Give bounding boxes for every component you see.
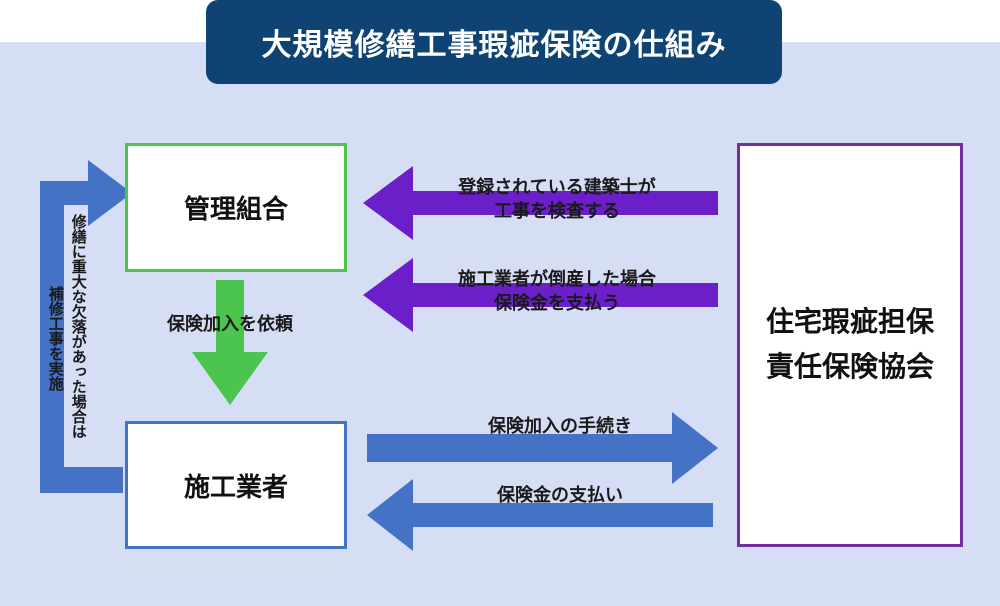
inspection-label-line1: 登録されている建築士が [458,177,656,198]
inspection-label-line2: 工事を検査する [494,201,620,223]
insurance-payment-arrow [367,479,713,551]
insurance-procedure-arrow [367,412,718,484]
management-association-label: 管理組合 [183,195,288,225]
inspection-label: 登録されている建築士が 工事を検査する [432,176,682,225]
repair-loop-arrow [40,160,132,493]
repair-action-label: 補修工事を実施 [46,286,65,391]
insurance-association-box: 住宅瑕疵担保 責任保険協会 [737,143,963,547]
bankruptcy-label: 施工業者が倒産した場合 保険金を支払う [432,268,682,317]
insurance-payment-label: 保険金の支払い [497,485,623,506]
insurance-association-label-line1: 住宅瑕疵担保 [765,305,934,339]
bankruptcy-label-line2: 保険金を支払う [494,293,620,315]
management-association-box: 管理組合 [125,143,347,272]
contractor-label: 施工業者 [183,472,288,503]
repair-condition-label: 修繕に重大な欠落があった場合は [69,214,88,439]
page-title: 大規模修繕工事瑕疵保険の仕組み [206,0,782,84]
insurance-request-label: 保険加入を依頼 [167,314,293,335]
insurance-procedure-label: 保険加入の手続き [488,416,632,437]
insurance-request-arrow [192,280,268,405]
contractor-box: 施工業者 [125,421,347,549]
insurance-association-label-line2: 責任保険協会 [765,350,934,383]
bankruptcy-label-line1: 施工業者が倒産した場合 [458,269,656,290]
bankruptcy-payout-arrow [363,258,718,332]
inspection-arrow [363,166,718,240]
